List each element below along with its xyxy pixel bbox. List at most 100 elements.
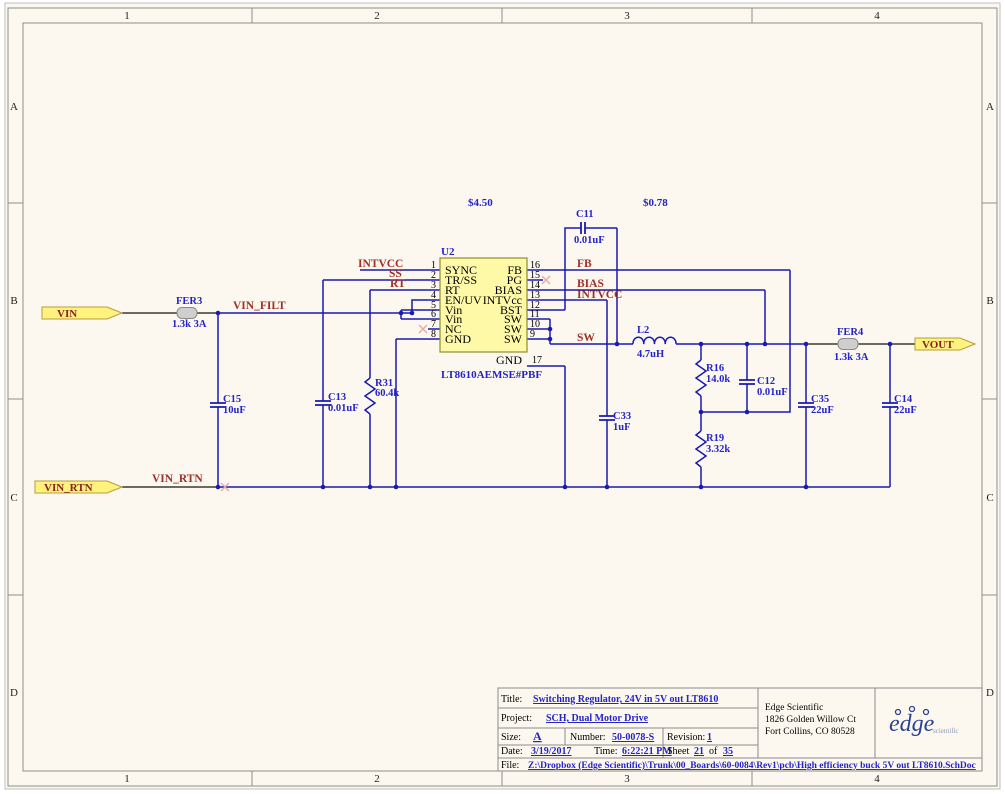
capacitor-c14[interactable]: C14 22uF: [882, 394, 917, 416]
net-label-fb: FB: [577, 258, 592, 270]
net-label-bias: BIAS: [577, 278, 604, 290]
zone-col-label: 4: [874, 773, 880, 785]
component-designator: C13: [328, 392, 346, 403]
pin-name: GND: [496, 353, 522, 367]
resistor-r16[interactable]: R16 14.0k: [694, 359, 730, 397]
zone-row-label: D: [986, 687, 994, 699]
port-vout[interactable]: VOUT: [914, 337, 977, 351]
component-value: 1.3k 3A: [172, 319, 207, 330]
pin-number: 17: [532, 355, 542, 366]
component-value: 0.01uF: [757, 387, 788, 398]
zone-row-label: D: [10, 687, 18, 699]
port-label: VOUT: [922, 339, 954, 351]
zone-row-label: C: [986, 492, 993, 504]
component-value: 60.4k: [375, 388, 399, 399]
pin-name: EN/UV: [445, 293, 482, 307]
sheet-number: 21: [694, 746, 704, 757]
component-designator: R31: [375, 378, 393, 389]
sheet-label: Sheet: [667, 746, 689, 757]
ic-body[interactable]: [439, 257, 528, 353]
pin-name: SW: [504, 312, 523, 326]
pin-number: 5: [431, 300, 436, 311]
zone-col-label: 2: [374, 10, 380, 22]
date-value: 3/19/2017: [531, 746, 572, 757]
pin-number: 10: [530, 319, 540, 330]
capacitor-c15[interactable]: C15 10uF: [210, 394, 246, 416]
port-vin-rtn[interactable]: VIN_RTN: [34, 480, 124, 494]
net-label-intvcc: INTVCC: [358, 258, 403, 270]
capacitor-c35[interactable]: C35 22uF: [798, 394, 834, 416]
component-designator: C15: [223, 394, 241, 405]
pin-number: 1: [431, 260, 436, 271]
component-value: 22uF: [811, 405, 834, 416]
capacitor-c11[interactable]: C11 0.01uF: [574, 209, 605, 246]
net-label-intvcc: INTVCC: [577, 289, 622, 301]
revision-value: 1: [707, 732, 712, 743]
ic-u2[interactable]: U2 LT8610AEMSE#PBF SYNC TR/SS RT EN/UV V…: [431, 246, 542, 381]
sheet-size: A: [533, 729, 542, 743]
price-annotation-u2: $4.50: [468, 197, 493, 209]
file-path: Z:\Dropbox (Edge Scientific)\Trunk\00_Bo…: [528, 760, 976, 771]
component-value: 3.32k: [706, 444, 730, 455]
pin-name: RT: [445, 283, 460, 297]
ic-designator: U2: [441, 246, 455, 258]
component-designator: R16: [706, 363, 724, 374]
component-designator: C14: [894, 394, 913, 405]
wires: [122, 227, 915, 488]
company-address-line1: 1826 Golden Willow Ct: [765, 715, 856, 725]
zone-col-label: 3: [624, 773, 630, 785]
pin-number: 14: [530, 280, 540, 291]
company-address-line2: Fort Collins, CO 80528: [765, 727, 855, 737]
number-label: Number:: [570, 732, 606, 743]
component-designator: C12: [757, 376, 775, 387]
resistor-r31[interactable]: R31 60.4k: [363, 377, 399, 415]
net-label-vin-rtn: VIN_RTN: [152, 473, 203, 485]
zone-row-label: C: [10, 492, 17, 504]
component-value: 22uF: [894, 405, 917, 416]
logo-word-edge: edge: [889, 711, 935, 737]
zone-row-label: B: [10, 295, 17, 307]
port-vin[interactable]: VIN: [41, 306, 124, 320]
inductor-l2[interactable]: L2 4.7uH: [632, 325, 677, 360]
ferrite-fer3[interactable]: FER3 1.3k 3A: [172, 296, 207, 330]
component-value: 1uF: [613, 422, 631, 433]
pin-name: TR/SS: [445, 273, 477, 287]
no-erc-markers: [220, 275, 551, 492]
pin-name: Vin: [445, 303, 462, 317]
pin-number: 8: [431, 329, 436, 340]
zone-row-label: A: [10, 101, 18, 113]
company-name: Edge Scientific: [765, 702, 823, 713]
revision-label: Revision:: [667, 732, 705, 743]
zone-row-label: A: [986, 101, 994, 113]
document-number: 50-0078-S: [612, 732, 655, 743]
component-designator: C33: [613, 411, 631, 422]
zone-col-label: 1: [124, 773, 130, 785]
net-label-rt: RT: [390, 278, 406, 290]
pin-name: SW: [504, 332, 523, 346]
component-designator: C35: [811, 394, 829, 405]
pin-number: 3: [431, 280, 436, 291]
pin-number: 12: [530, 300, 540, 311]
capacitor-c12[interactable]: C12 0.01uF: [739, 376, 788, 398]
capacitor-c13[interactable]: C13 0.01uF: [315, 392, 359, 414]
pin-name: SYNC: [445, 263, 477, 277]
logo-node: [894, 708, 902, 716]
port-label: VIN: [57, 308, 77, 320]
logo-word-scientific: scientific: [933, 727, 959, 735]
title-block: Title: Switching Regulator, 24V in 5V ou…: [497, 687, 983, 772]
ferrite-fer4[interactable]: FER4 1.3k 3A: [834, 327, 869, 363]
component-designator: C11: [576, 209, 594, 220]
pin-name: INTVcc: [483, 293, 522, 307]
component-value: 4.7uH: [637, 349, 664, 360]
pin-name: BST: [500, 303, 523, 317]
capacitor-c33[interactable]: C33 1uF: [599, 411, 631, 433]
component-value: 14.0k: [706, 374, 730, 385]
file-label: File:: [501, 760, 519, 771]
component-value: 0.01uF: [574, 235, 605, 246]
zone-col-label: 3: [624, 10, 630, 22]
sheet-total: 35: [723, 746, 733, 757]
resistor-r19[interactable]: R19 3.32k: [694, 430, 730, 468]
component-designator: R19: [706, 433, 724, 444]
time-value: 6:22:21 PM: [622, 746, 672, 757]
